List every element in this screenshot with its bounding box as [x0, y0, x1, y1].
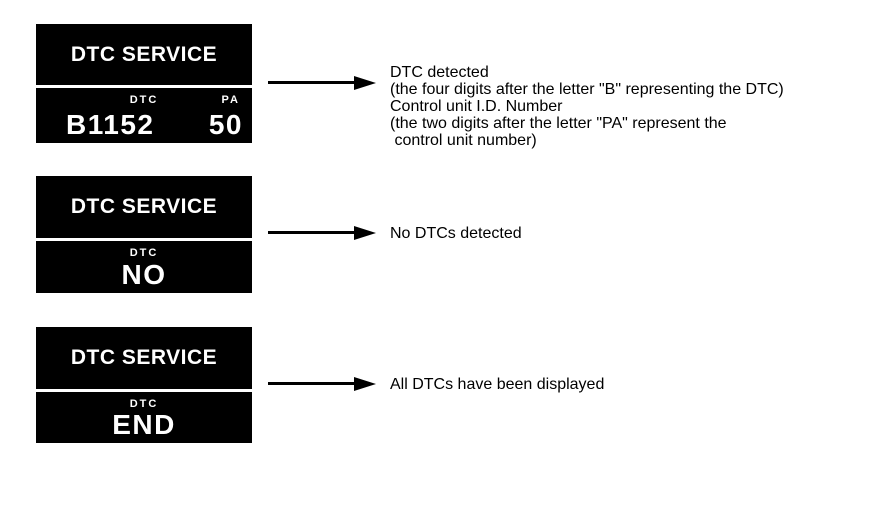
- screen-title-text: DTC SERVICE: [70, 195, 218, 218]
- flow-arrow: [268, 226, 378, 240]
- arrow-right-icon: [354, 76, 376, 90]
- arrow-right-icon: [354, 226, 376, 240]
- annotation-no-dtcs: No DTCs detected: [390, 225, 522, 242]
- pa-field-label: PA: [221, 94, 240, 106]
- dtc-no-readout-screen: DTC NO: [36, 241, 252, 293]
- arrow-right-icon: [354, 377, 376, 391]
- flow-arrow: [268, 377, 378, 391]
- annotation-all-displayed: All DTCs have been displayed: [390, 376, 605, 393]
- dtc-no-value: NO: [121, 259, 167, 290]
- dtc-end-value: END: [112, 409, 176, 440]
- arrow-shaft: [268, 231, 356, 234]
- dtc-code-readout-screen: DTC PA B1152 50: [36, 88, 252, 143]
- arrow-shaft: [268, 382, 356, 385]
- dtc-service-screen-3: DTC SERVICE: [36, 327, 252, 389]
- annotation-dtc-detected: DTC detected (the four digits after the …: [390, 64, 784, 149]
- dtc-field-label: DTC: [129, 398, 159, 410]
- dtc-code-value: B1152: [66, 109, 155, 140]
- dtc-field-label: DTC: [129, 247, 159, 259]
- arrow-shaft: [268, 81, 356, 84]
- screen-title-text: DTC SERVICE: [70, 42, 218, 66]
- dtc-end-readout-screen: DTC END: [36, 392, 252, 443]
- dtc-field-label: DTC: [129, 94, 159, 106]
- flow-arrow: [268, 76, 378, 90]
- pa-number-value: 50: [208, 109, 243, 140]
- screen-title-text: DTC SERVICE: [70, 346, 218, 369]
- dtc-service-screen-1: DTC SERVICE: [36, 24, 252, 85]
- dtc-service-screen-2: DTC SERVICE: [36, 176, 252, 238]
